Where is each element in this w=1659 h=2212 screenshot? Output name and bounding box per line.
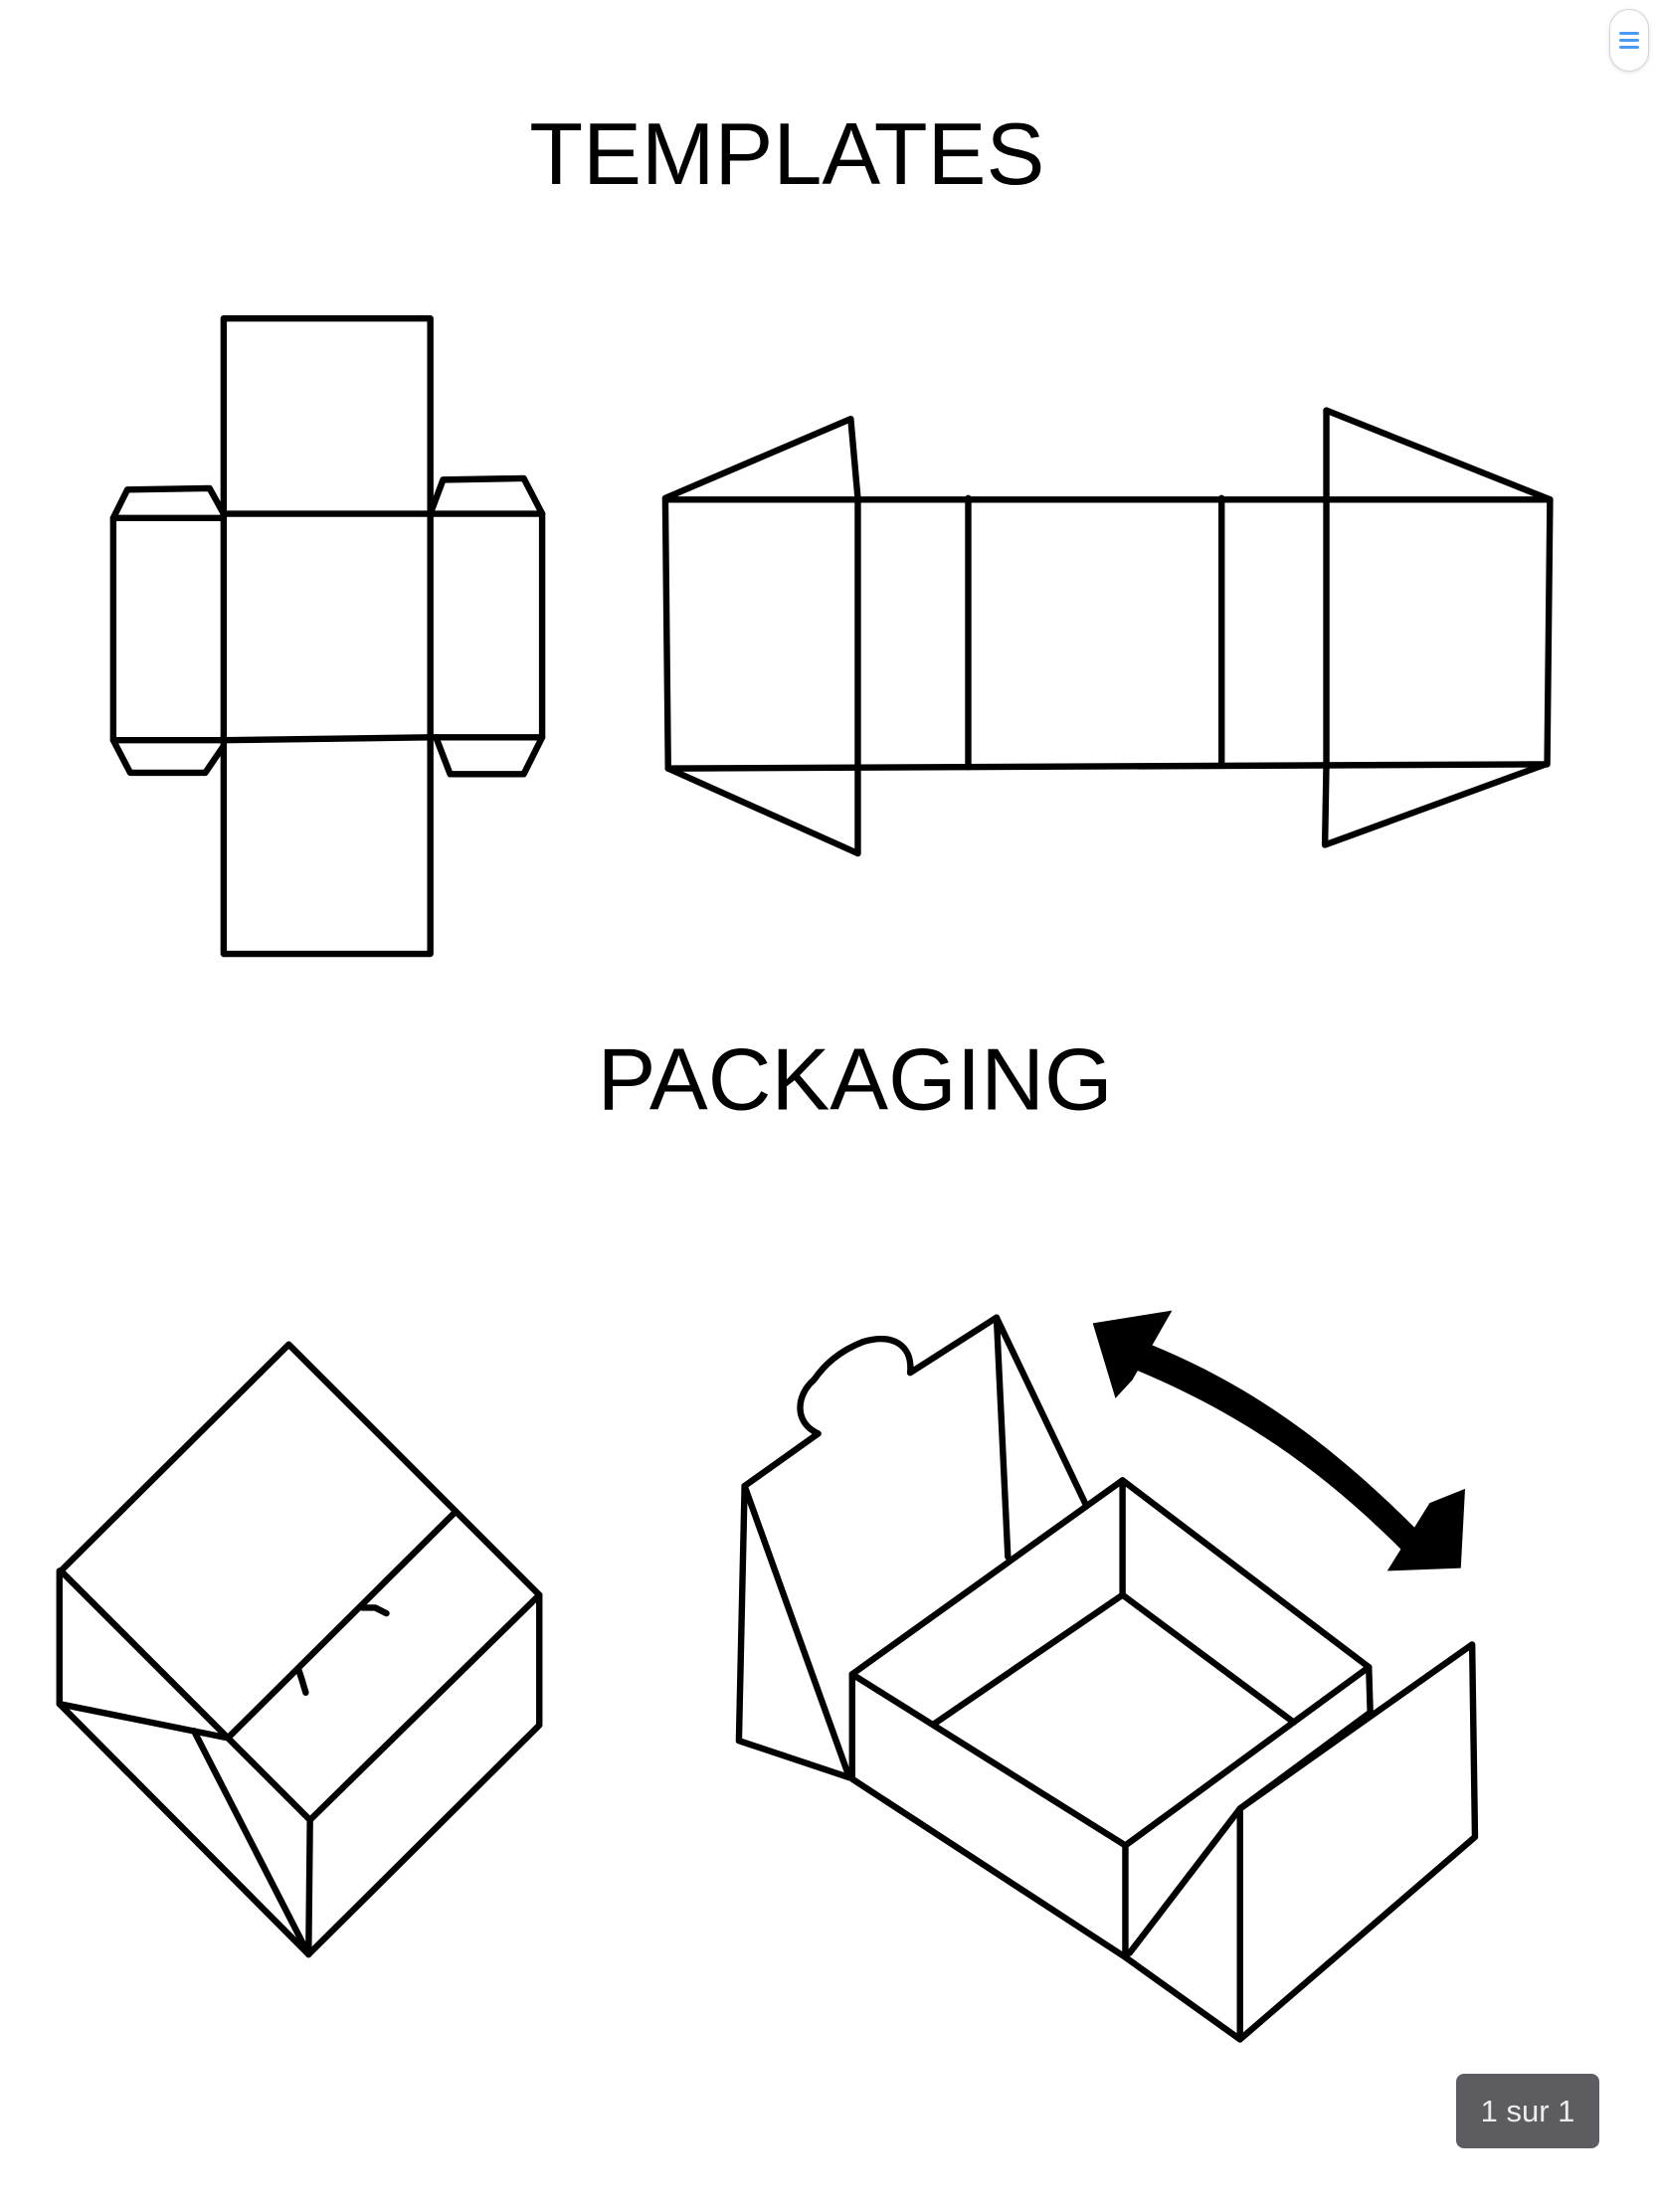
heading-templates: TEMPLATES: [529, 104, 1044, 203]
hamburger-icon-line: [1619, 46, 1639, 49]
strip-box-template-drawing: [661, 407, 1554, 857]
menu-button[interactable]: [1609, 9, 1649, 72]
cross-box-template-drawing: [109, 314, 546, 958]
open-box-drawing: [735, 1310, 1479, 2043]
heading-packaging: PACKAGING: [598, 1030, 1113, 1129]
hamburger-icon: [1619, 32, 1639, 35]
closed-box-drawing: [56, 1341, 543, 1958]
page-indicator: 1 sur 1: [1456, 2074, 1599, 2148]
hamburger-icon-line: [1619, 39, 1639, 42]
swing-arrow: [1125, 1337, 1416, 1551]
